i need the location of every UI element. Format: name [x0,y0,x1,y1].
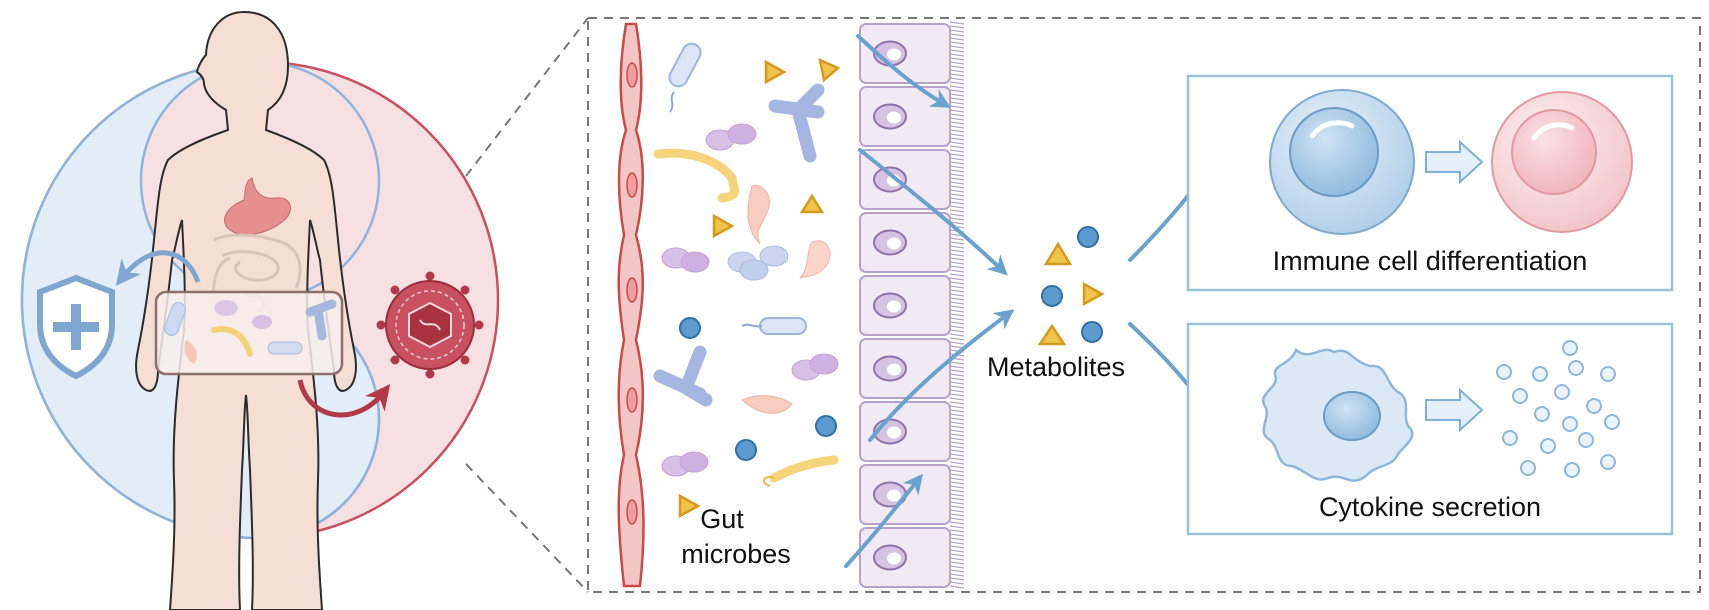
immune-differentiation-label: Immune cell differentiation [1273,246,1588,276]
nucleus-highlight [887,489,901,502]
epithelial-layer [859,21,965,589]
differentiation-arrow [1425,139,1484,185]
nucleus-highlight [887,363,901,376]
gut-microbes-cluster [653,42,839,487]
pathogenic-curved-arrow [297,379,391,418]
gut-window-microbes [164,299,337,364]
red-inner-lobe [259,60,381,302]
gut-microbes-label-line2: microbes [681,539,791,569]
left-overview [20,10,589,610]
metabolites-cluster [1037,226,1105,346]
nucleus-highlight [887,237,901,250]
secretion-arrow [1425,387,1484,433]
virus-icon [376,271,484,379]
gut-microbes-label-line1: Gut [700,504,744,534]
microbe-metabolites [678,57,841,519]
nucleus-highlight [887,426,901,439]
nucleus-highlight [887,111,901,124]
cytokine-particles [1496,340,1620,478]
nucleus-highlight [887,174,901,187]
nucleus-highlight [887,300,901,313]
differentiated-immune-cell [1491,91,1633,233]
gut-zoom-window [154,290,344,376]
microvilli-brush-border [949,21,965,589]
metabolites-label: Metabolites [987,352,1125,382]
zoom-line-top [465,17,589,177]
cytokine-secretion-label: Cytokine secretion [1319,492,1541,522]
naive-immune-cell [1269,89,1415,235]
zoom-line-bottom [465,463,589,593]
shield-plus-icon [37,274,115,380]
nucleus-highlight [887,48,901,61]
nucleus-highlight [887,552,901,565]
zoom-detail-frame [587,17,1701,593]
protective-curved-arrow [115,250,201,286]
secreting-immune-cell [1262,347,1414,482]
blood-vessel [617,22,645,588]
